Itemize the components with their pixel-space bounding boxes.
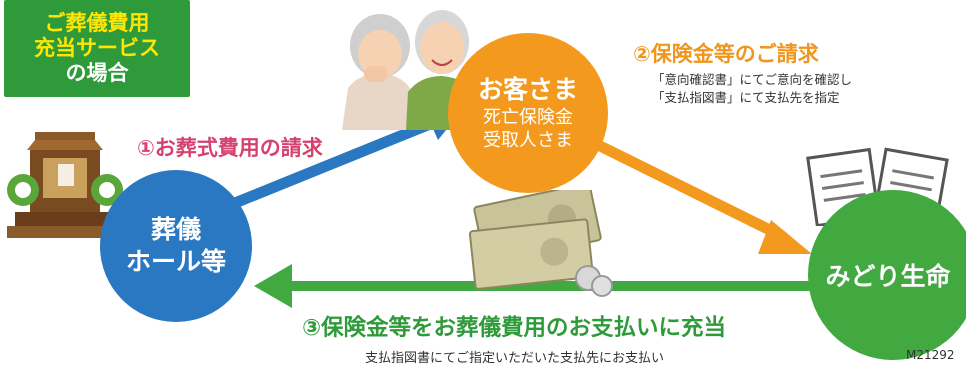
step3-label: ③保険金等をお葬儀費用のお支払いに充当 <box>302 315 727 341</box>
node-midori-life: みどり生命 <box>808 190 966 360</box>
step3-note: 支払指図書にてご指定いただいた支払先にお支払い <box>365 351 665 366</box>
node-customer: お客さま 死亡保険金 受取人さま <box>448 33 608 193</box>
badge-line1: ご葬儀費用 <box>44 11 150 35</box>
arrow-request-funeral-cost <box>224 116 441 211</box>
step2-note: 「意向確認書」にてご意向を確認し 「支払指図書」にて支払先を指定 <box>652 71 852 107</box>
arrow-claim-insurance-head <box>758 220 812 254</box>
document-code: M21292 <box>906 348 955 362</box>
customer-title: お客さま <box>477 75 578 104</box>
step2-note-line2: 「支払指図書」にて支払先を指定 <box>652 90 840 105</box>
arrow-claim-insurance <box>586 136 788 242</box>
altar-icon <box>7 132 123 238</box>
step1-label: ①お葬式費用の請求 <box>137 136 323 160</box>
hall-line1: 葬儀 <box>150 215 201 244</box>
hall-line2: ホール等 <box>125 247 226 276</box>
badge-line3: の場合 <box>65 61 129 85</box>
customer-subtitle-1: 死亡保険金 <box>483 107 573 128</box>
arrow-pay-funeral-head <box>254 264 292 308</box>
step2-label: ②保険金等のご請求 <box>633 42 819 66</box>
badge-line2: 充当サービス <box>34 36 160 60</box>
step2-note-line1: 「意向確認書」にてご意向を確認し <box>652 72 853 87</box>
node-funeral-hall: 葬儀 ホール等 <box>100 170 252 322</box>
service-badge: ご葬儀費用 充当サービス の場合 <box>4 0 190 97</box>
life-label: みどり生命 <box>825 262 951 291</box>
customer-subtitle-2: 受取人さま <box>483 130 573 151</box>
banknotes-icon <box>468 190 613 297</box>
